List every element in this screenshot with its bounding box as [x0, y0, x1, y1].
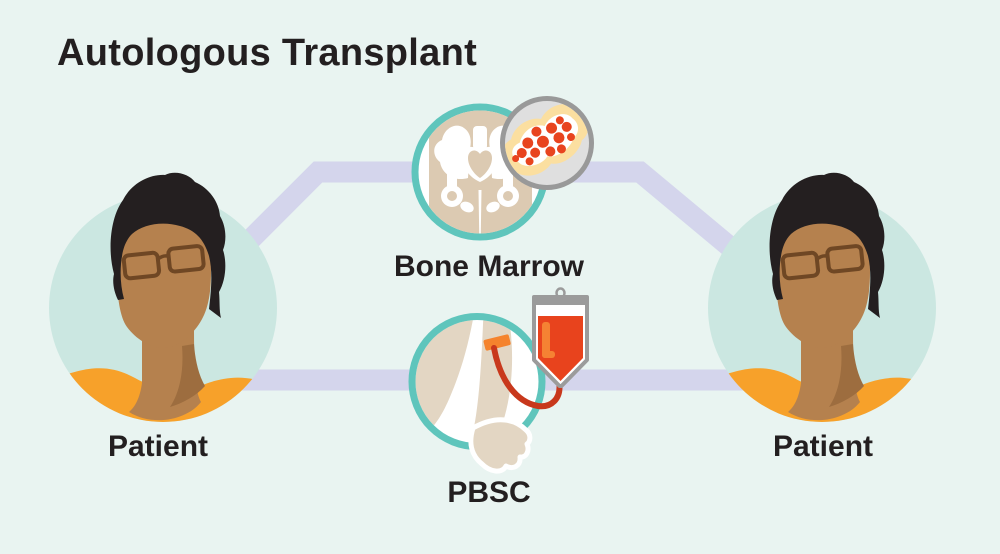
blood-bag-icon: [532, 287, 589, 388]
bone-cross-section-icon: [505, 104, 589, 176]
bag-blood-highlight: [542, 322, 550, 358]
pbsc-label: PBSC: [447, 476, 531, 509]
bag-blood-highlight-foot: [542, 351, 555, 358]
tourniquet-band: [483, 334, 511, 351]
patient-right-label: Patient: [772, 430, 874, 463]
bag-top-bar: [534, 297, 587, 305]
magnifier-icon: [500, 96, 594, 190]
page-title: Autologous Transplant: [57, 32, 478, 74]
bone-marrow-label: Bone Marrow: [393, 250, 585, 283]
pelvis-cutouts: [447, 150, 513, 201]
hand: [468, 417, 533, 474]
blood-tube: [491, 345, 563, 410]
patient-left-label: Patient: [107, 430, 209, 463]
marrow-cells: [512, 116, 576, 166]
